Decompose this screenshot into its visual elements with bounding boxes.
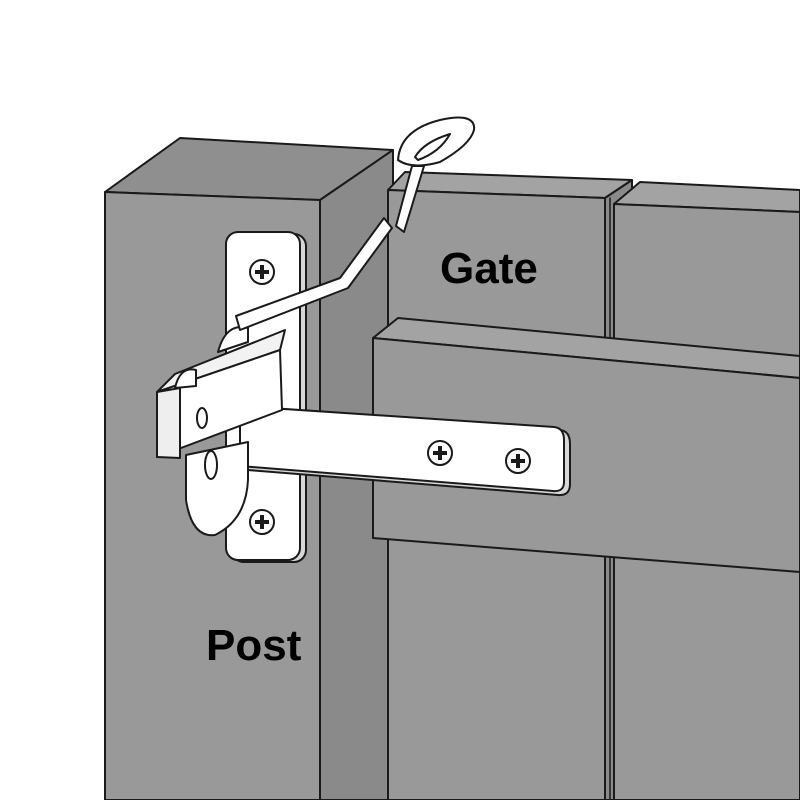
post-label: Post bbox=[206, 621, 302, 670]
phillips-screw-icon bbox=[249, 259, 275, 285]
screws bbox=[249, 259, 531, 535]
pull-ring-inner bbox=[414, 133, 451, 161]
phillips-screw-icon bbox=[505, 448, 531, 474]
gate-latch bbox=[156, 116, 571, 563]
latch-pivot-hole bbox=[196, 407, 208, 429]
gate bbox=[372, 171, 800, 800]
latch-tab-1 bbox=[174, 368, 197, 389]
gate-label: Gate bbox=[440, 244, 538, 293]
latch-arm-side bbox=[156, 387, 181, 459]
phillips-screw-icon bbox=[427, 440, 453, 466]
latch-catch bbox=[185, 441, 249, 537]
strike-bar bbox=[239, 405, 565, 493]
pull-ring-stem bbox=[395, 165, 425, 233]
catch-slot bbox=[204, 450, 218, 480]
latch-tab-2 bbox=[217, 326, 249, 353]
pull-rod bbox=[235, 217, 393, 331]
phillips-screw-icon bbox=[249, 509, 275, 535]
